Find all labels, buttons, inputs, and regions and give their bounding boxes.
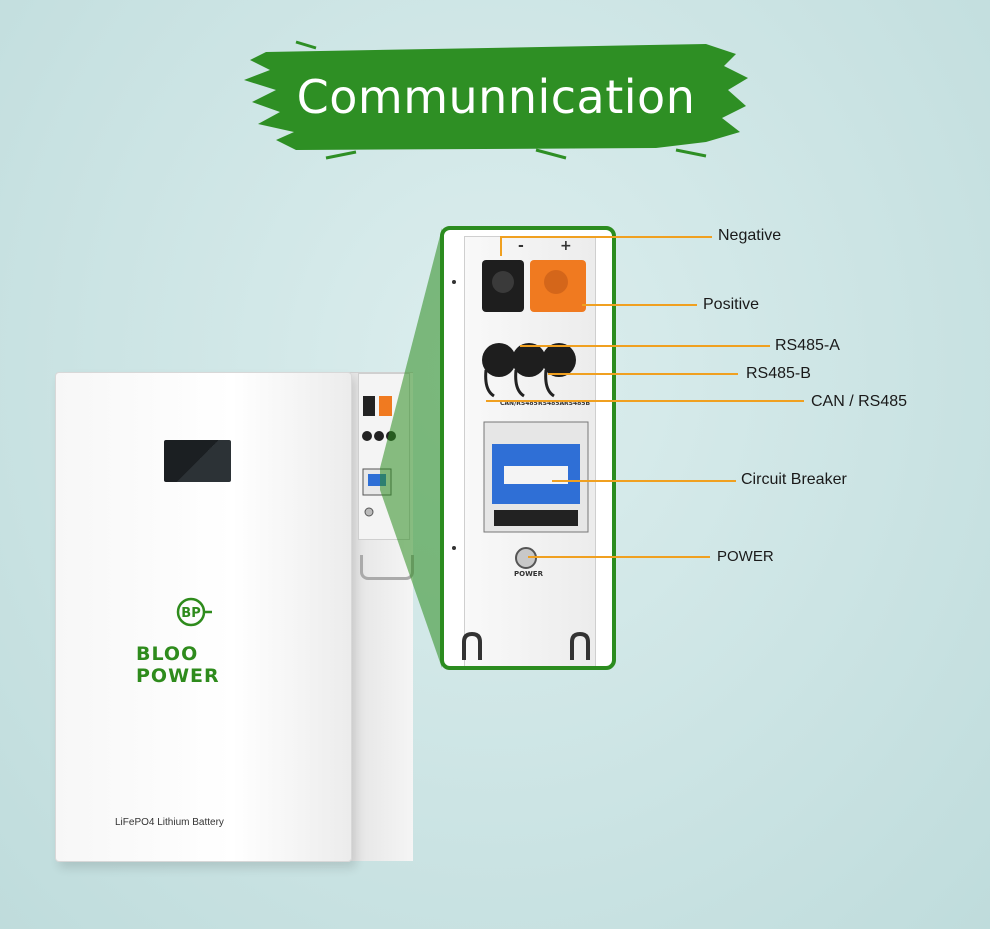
- product-label: LiFePO4 Lithium Battery: [115, 817, 224, 828]
- callout-line-negative: [500, 236, 712, 238]
- callout-line-negative-drop: [500, 236, 502, 256]
- callout-can-rs485: CAN / RS485: [811, 393, 908, 410]
- positive-terminal: [530, 260, 586, 312]
- callout-line-power: [528, 556, 710, 558]
- brand-name: BLOO POWER: [136, 643, 220, 687]
- brand-logo-icon: BP: [176, 597, 212, 627]
- zoom-wedge: [380, 228, 442, 668]
- negative-terminal: [482, 260, 524, 312]
- plus-sign: +: [560, 238, 572, 254]
- callout-line-rs485-b: [548, 373, 738, 375]
- page-title: Communnication: [296, 70, 696, 124]
- title-banner: [244, 40, 748, 160]
- callout-power: POWER: [717, 548, 774, 565]
- zoom-graphic: [452, 260, 590, 660]
- callout-circuit-breaker: Circuit Breaker: [741, 471, 847, 488]
- port-label-can-rs485: CAN/RS485: [500, 400, 538, 407]
- callout-rs485-a: RS485-A: [775, 337, 840, 354]
- callout-positive: Positive: [703, 296, 760, 313]
- port-label-rs485a: RS485A: [538, 400, 565, 407]
- callout-negative: Negative: [718, 227, 782, 244]
- minus-sign: -: [518, 238, 524, 254]
- mini-panel-graphic: [362, 396, 396, 517]
- comm-ports: [482, 343, 576, 398]
- port-label-rs485b: RS485B: [564, 400, 591, 407]
- logo-letters: BP: [181, 606, 200, 621]
- power-label: POWER: [514, 570, 543, 578]
- callout-line-rs485-a: [520, 345, 770, 347]
- circuit-breaker: [483, 421, 589, 533]
- callout-line-can-rs485: [486, 400, 804, 402]
- zoomed-port-panel: - + CAN/RS485 RS485A RS485B POWER: [440, 226, 616, 670]
- display-screen: [164, 440, 231, 482]
- callout-line-circuit-breaker: [552, 480, 736, 482]
- callout-rs485-b: RS485-B: [746, 365, 811, 382]
- callout-line-positive: [582, 304, 697, 306]
- power-button: [515, 547, 537, 569]
